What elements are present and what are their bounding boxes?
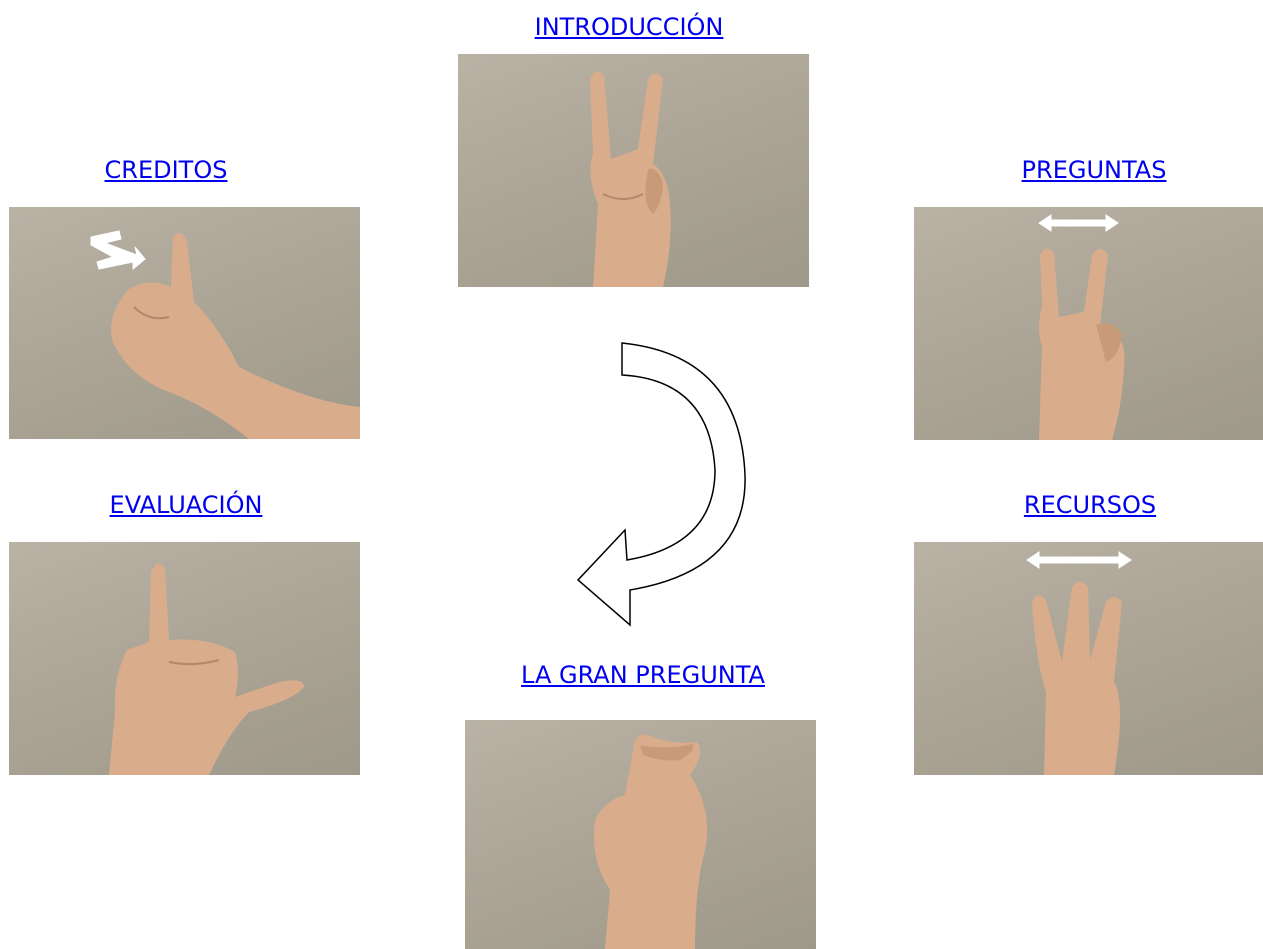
cycle-arrow-icon bbox=[576, 342, 746, 627]
nav-link-introduccion[interactable]: INTRODUCCIÓN bbox=[534, 13, 724, 41]
sign-flat-o-hand-image[interactable] bbox=[465, 720, 816, 949]
nav-link-recursos[interactable]: RECURSOS bbox=[1023, 491, 1157, 519]
sign-z-hand-image[interactable] bbox=[9, 207, 360, 439]
hand-w-illustration bbox=[1026, 551, 1132, 775]
sign-v-apart-hand-image[interactable] bbox=[914, 207, 1263, 440]
hand-v-apart-illustration bbox=[1038, 214, 1125, 440]
hand-v-illustration bbox=[590, 71, 671, 287]
nav-link-gran-pregunta[interactable]: LA GRAN PREGUNTA bbox=[521, 661, 765, 689]
sign-y-index-hand-image[interactable] bbox=[9, 542, 360, 775]
hand-y-index-illustration bbox=[109, 563, 304, 775]
hand-flat-o-illustration bbox=[594, 734, 708, 949]
sign-w-hand-image[interactable] bbox=[914, 542, 1263, 775]
sign-v-hand-image[interactable] bbox=[458, 54, 809, 287]
nav-link-creditos[interactable]: CREDITOS bbox=[104, 156, 228, 184]
hand-z-illustration bbox=[90, 230, 360, 439]
nav-link-evaluacion[interactable]: EVALUACIÓN bbox=[109, 491, 263, 519]
nav-link-preguntas[interactable]: PREGUNTAS bbox=[1021, 156, 1167, 184]
